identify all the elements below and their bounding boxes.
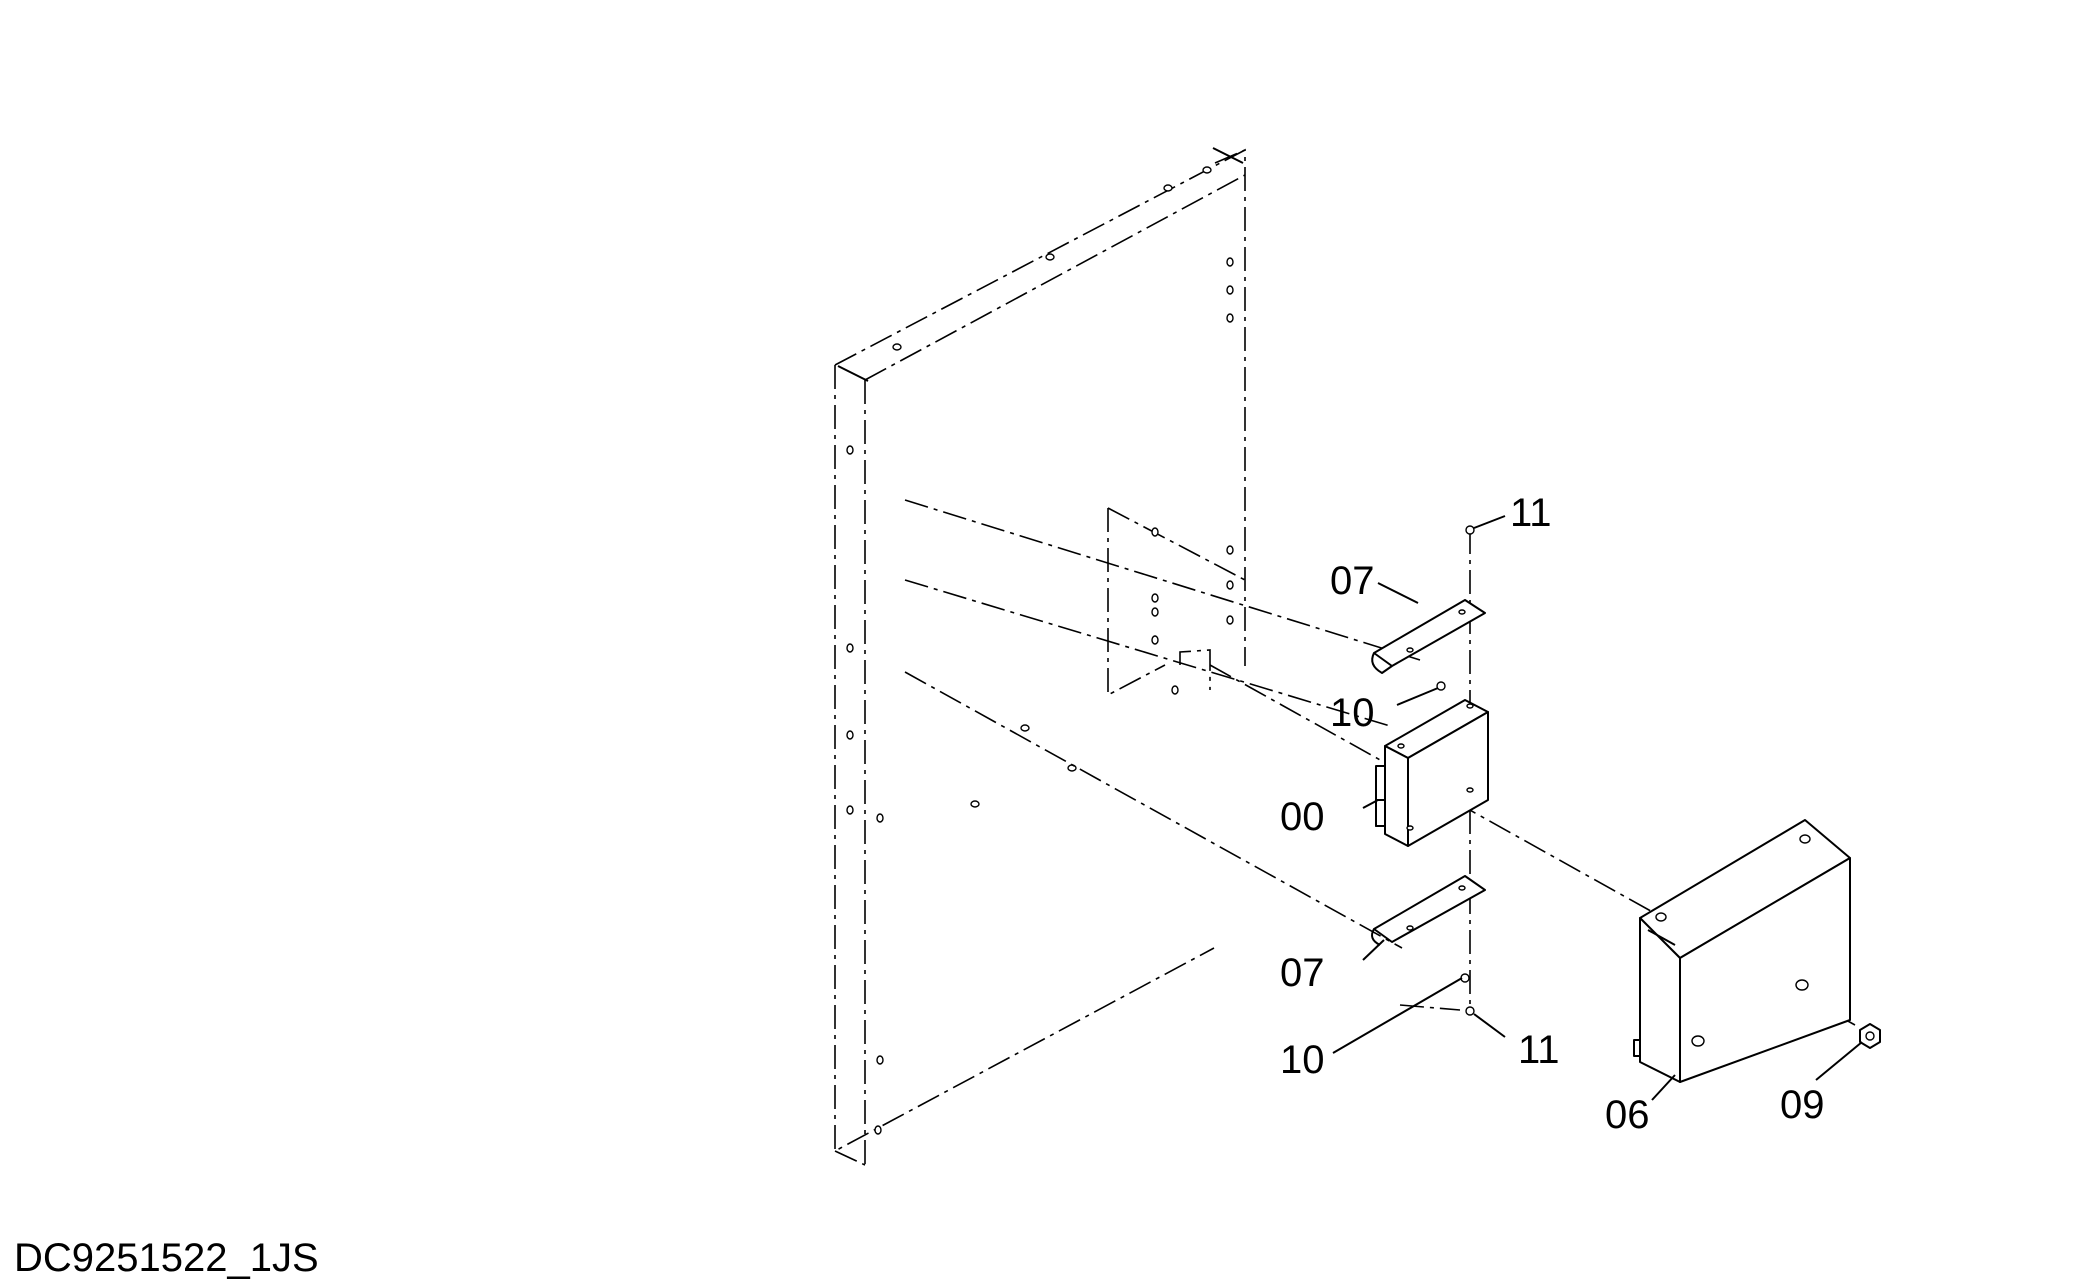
control-unit-00	[1375, 699, 1489, 847]
callout-11-top: 11	[1510, 491, 1552, 535]
cover-06	[1633, 819, 1851, 1083]
drawing-code: DC9251522_1JS	[14, 1236, 319, 1280]
callout-07-top: 07	[1330, 559, 1375, 603]
callout-11-bottom: 11	[1518, 1028, 1560, 1072]
mounting-panel	[834, 147, 1246, 1166]
callout-10-top: 10	[1330, 691, 1375, 735]
screws	[1436, 525, 1475, 1016]
bracket-07-lower	[1371, 875, 1486, 946]
callout-00: 00	[1280, 795, 1325, 839]
bracket-07-upper	[1371, 599, 1486, 674]
callout-09: 09	[1780, 1083, 1825, 1127]
callout-10-bottom: 10	[1280, 1038, 1325, 1082]
bolt-09	[1859, 1023, 1881, 1049]
callout-06: 06	[1605, 1093, 1650, 1137]
callout-07-bottom: 07	[1280, 951, 1325, 995]
leader-lines	[1332, 515, 1863, 1101]
